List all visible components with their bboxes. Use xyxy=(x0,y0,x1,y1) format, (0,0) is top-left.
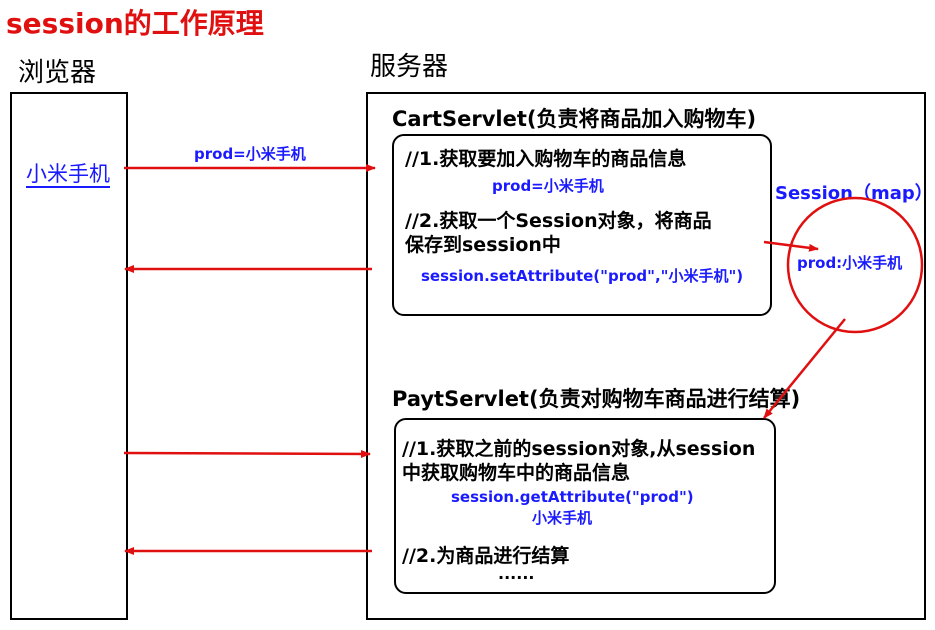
pay-code: session.getAttribute("prod") xyxy=(451,488,694,506)
cart-param: prod=小米手机 xyxy=(492,177,604,195)
pay-result: 小米手机 xyxy=(532,509,593,527)
pay-ellipsis: ...... xyxy=(498,564,535,583)
pay-step1-line1: //1.获取之前的session对象,从session xyxy=(402,438,756,460)
cart-servlet-heading: CartServlet(负责将商品加入购物车) xyxy=(392,107,757,131)
server-box xyxy=(366,92,926,620)
pay-servlet-box xyxy=(394,418,776,594)
request-arrow-label: prod=小米手机 xyxy=(194,145,306,163)
retrieve-arrow xyxy=(763,318,846,419)
pay-servlet-heading: PaytServlet(负责对购物车商品进行结算) xyxy=(392,387,801,411)
request-arrow-2 xyxy=(123,449,371,458)
session-circle xyxy=(786,196,924,334)
server-label: 服务器 xyxy=(370,52,449,82)
cart-step1: //1.获取要加入购物车的商品信息 xyxy=(405,148,687,170)
browser-label: 浏览器 xyxy=(18,58,97,88)
cart-step2-line1: //2.获取一个Session对象，将商品 xyxy=(405,210,712,232)
diagram-title: session的工作原理 xyxy=(6,7,264,40)
cart-step2-line2: 保存到session中 xyxy=(405,234,561,256)
cart-servlet-box xyxy=(392,134,772,316)
session-label: Session（map） xyxy=(775,183,933,204)
session-entry: prod:小米手机 xyxy=(797,254,903,272)
cart-code: session.setAttribute("prod","小米手机") xyxy=(421,267,744,285)
pay-step1-line2: 中获取购物车中的商品信息 xyxy=(402,462,631,484)
browser-box xyxy=(10,92,128,620)
store-arrow xyxy=(763,240,819,252)
pay-step2: //2.为商品进行结算 xyxy=(402,545,570,567)
product-link[interactable]: 小米手机 xyxy=(26,162,110,186)
